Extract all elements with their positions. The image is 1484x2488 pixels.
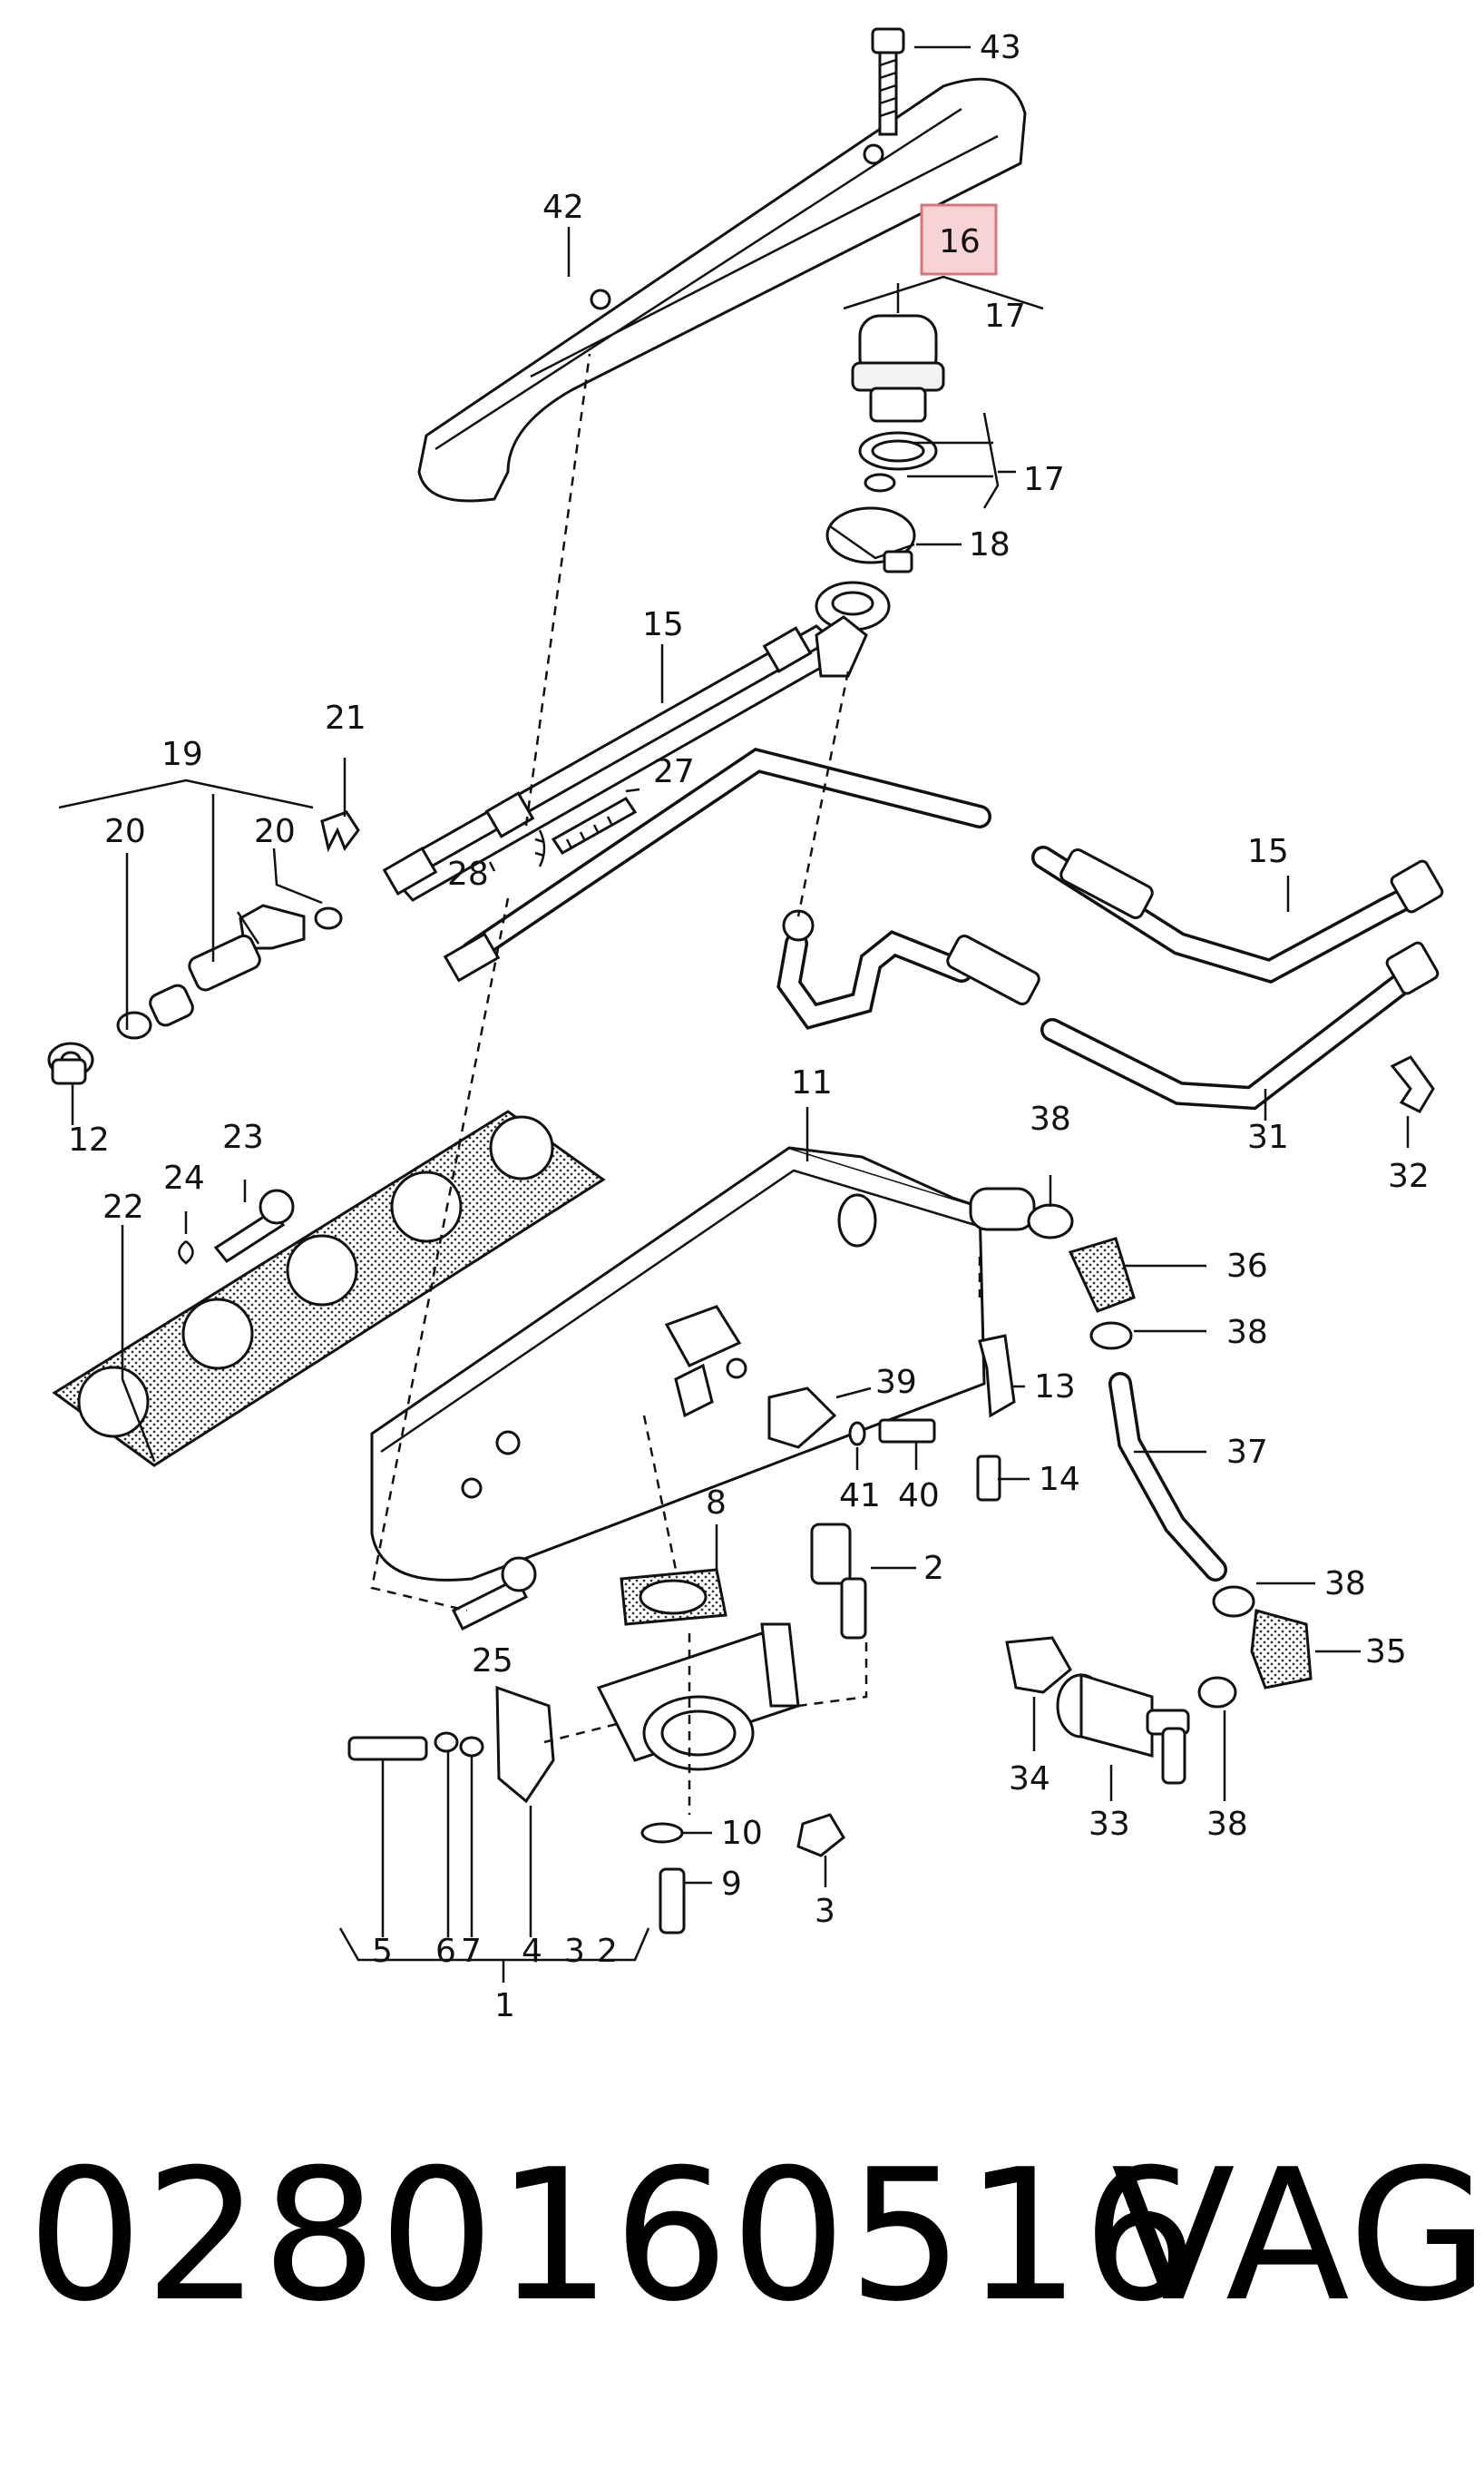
label-24: 24 xyxy=(163,1160,205,1197)
label-42: 42 xyxy=(542,189,584,226)
throttle-switch xyxy=(495,1685,555,1804)
label-40: 40 xyxy=(898,1477,940,1514)
temp-sensor xyxy=(767,1386,837,1449)
label-5: 5 xyxy=(372,1933,393,1970)
hose-clamp-upper xyxy=(1027,1203,1074,1239)
intake-manifold xyxy=(370,1146,1036,1582)
sensor-bracket xyxy=(978,1334,1016,1418)
label-38-bottom: 38 xyxy=(1206,1806,1248,1843)
valve-bracket xyxy=(1005,1636,1072,1694)
bracket-screw xyxy=(976,1455,1001,1502)
label-39: 39 xyxy=(875,1364,917,1401)
hose-clamp-lower xyxy=(1212,1585,1255,1618)
label-27: 27 xyxy=(653,753,695,790)
label-28: 28 xyxy=(447,856,489,893)
callout-labels: 43 42 16 17 17 18 15 15 21 19 27 20 20 2… xyxy=(68,29,1430,2024)
throttle-nut xyxy=(796,1813,845,1857)
label-25: 25 xyxy=(472,1642,513,1680)
throttle-bolt xyxy=(451,1556,537,1631)
sensor-washer xyxy=(848,1421,866,1446)
injector-clip xyxy=(320,810,360,853)
label-41: 41 xyxy=(839,1477,881,1514)
brand-name: VAG xyxy=(1111,2130,1484,2342)
label-17-top: 17 xyxy=(984,298,1026,335)
label-21: 21 xyxy=(325,700,366,737)
hose-clamp-mid xyxy=(1089,1321,1133,1350)
label-23: 23 xyxy=(222,1119,264,1156)
throttle-body xyxy=(596,1622,801,1771)
elbow-hose-upper xyxy=(1068,1237,1136,1313)
label-3: 3 xyxy=(815,1893,835,1930)
label-16: 16 xyxy=(939,223,981,260)
fuel-rail xyxy=(382,615,868,902)
throttle-stud xyxy=(659,1867,686,1935)
rail-bolt xyxy=(551,797,638,855)
hose-clip xyxy=(1390,1055,1435,1113)
throttle-screw xyxy=(347,1731,484,1761)
label-33: 33 xyxy=(1089,1806,1130,1843)
manifold-bolt xyxy=(213,1189,295,1263)
fuel-injector xyxy=(47,904,343,1085)
leader-lines xyxy=(58,45,1410,1983)
label-43: 43 xyxy=(980,29,1021,66)
throttle-gasket xyxy=(620,1568,727,1626)
label-38-mid: 38 xyxy=(1226,1314,1268,1351)
label-12: 12 xyxy=(68,1122,110,1159)
label-19: 19 xyxy=(161,736,203,773)
sensor-bolt xyxy=(878,1418,936,1444)
label-13: 13 xyxy=(1034,1368,1076,1406)
label-36: 36 xyxy=(1226,1248,1268,1285)
breather-hose xyxy=(1108,1372,1227,1582)
label-38-lower: 38 xyxy=(1324,1565,1366,1602)
label-2-bottom: 2 xyxy=(597,1933,618,1970)
fuel-line-return xyxy=(776,909,1440,1111)
label-31: 31 xyxy=(1247,1119,1289,1156)
highlight-box xyxy=(920,203,998,276)
label-22: 22 xyxy=(103,1189,144,1226)
label-32: 32 xyxy=(1388,1158,1430,1195)
label-17-side: 17 xyxy=(1023,461,1065,498)
label-4: 4 xyxy=(522,1933,542,1970)
pressure-regulator xyxy=(815,314,945,632)
label-34: 34 xyxy=(1009,1760,1050,1797)
label-35: 35 xyxy=(1365,1633,1407,1670)
label-8: 8 xyxy=(706,1484,727,1522)
throttle-washer xyxy=(640,1822,684,1844)
label-15-hose: 15 xyxy=(1247,833,1289,870)
label-10: 10 xyxy=(721,1815,763,1852)
label-20-right: 20 xyxy=(254,813,296,850)
label-6: 6 xyxy=(435,1933,456,1970)
label-20-left: 20 xyxy=(104,813,146,850)
fuel-line-supply xyxy=(443,747,1444,984)
hose-clamp-valve xyxy=(1197,1676,1237,1709)
label-3-bottom: 3 xyxy=(564,1933,585,1970)
label-7: 7 xyxy=(461,1933,482,1970)
label-2: 2 xyxy=(923,1550,944,1587)
label-9: 9 xyxy=(721,1866,742,1903)
label-37: 37 xyxy=(1226,1434,1268,1471)
label-11: 11 xyxy=(791,1064,833,1102)
spring-washer xyxy=(178,1240,194,1265)
cover-bolt xyxy=(871,27,905,136)
label-1: 1 xyxy=(494,1987,515,2024)
hose-nipple xyxy=(810,1523,867,1640)
label-18: 18 xyxy=(969,526,1010,563)
rail-clip xyxy=(534,829,546,867)
label-14: 14 xyxy=(1039,1461,1080,1498)
engine-cover xyxy=(417,77,1027,503)
elbow-hose-lower xyxy=(1250,1609,1313,1690)
label-38-top: 38 xyxy=(1030,1101,1071,1138)
part-number: 0280160516 xyxy=(27,2130,1200,2342)
idle-air-valve xyxy=(1056,1672,1190,1785)
label-15-rail: 15 xyxy=(642,606,684,643)
